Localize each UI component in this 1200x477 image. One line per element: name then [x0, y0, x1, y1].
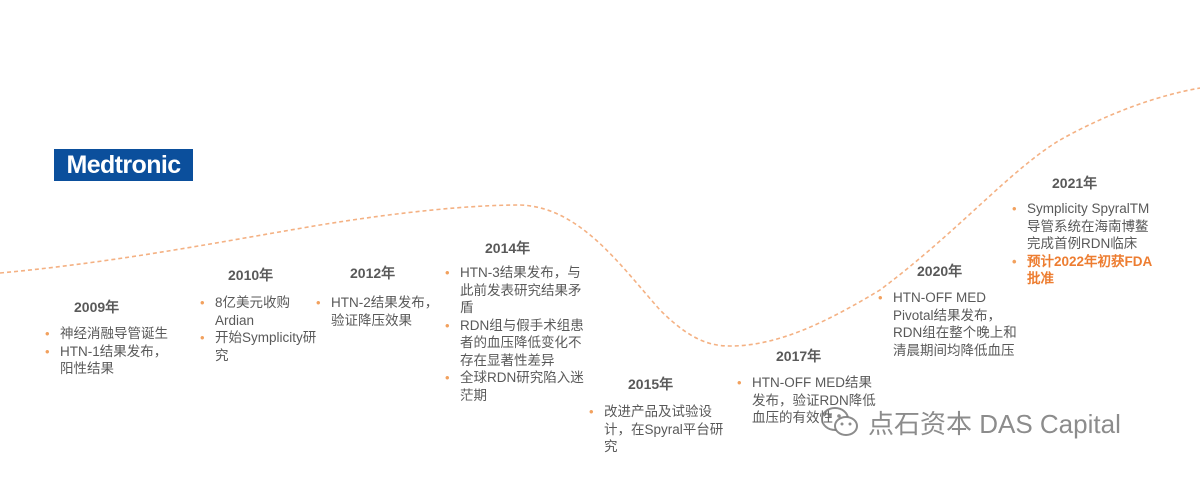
milestone-items-2014: HTN-3结果发布，与此前发表研究结果矛盾 RDN组与假手术组患者的血压降低变化… [444, 264, 591, 404]
list-item: 全球RDN研究陷入迷茫期 [444, 369, 591, 404]
list-item: 改进产品及试验设计，在Spyral平台研究 [588, 403, 728, 456]
watermark-text: 点石资本 DAS Capital [868, 408, 1121, 439]
milestone-items-2012: HTN-2结果发布，验证降压效果 [315, 294, 440, 329]
list-item: HTN-3结果发布，与此前发表研究结果矛盾 [444, 264, 591, 317]
milestone-items-2017: HTN-OFF MED结果发布，验证RDN降低血压的有效性 [736, 374, 878, 427]
milestone-year-2021: 2021年 [1052, 175, 1098, 191]
milestone-items-2015: 改进产品及试验设计，在Spyral平台研究 [588, 403, 728, 456]
watermark: 点石资本 DAS Capital [818, 404, 1121, 440]
list-item-highlight: 预计2022年初获FDA批准 [1011, 253, 1161, 288]
milestone-items-2021: Symplicity SpyralTM导管系统在海南博鳌完成首例RDN临床 预计… [1011, 200, 1161, 288]
wechat-icon [821, 407, 858, 436]
list-item: 神经消融导管诞生 [44, 325, 172, 343]
milestone-year-2010: 2010年 [228, 267, 274, 283]
milestone-items-2009: 神经消融导管诞生 HTN-1结果发布，阳性结果 [44, 325, 172, 378]
milestone-year-2015: 2015年 [628, 376, 674, 392]
milestone-year-2017: 2017年 [776, 348, 822, 364]
milestone-items-2020: HTN-OFF MED Pivotal结果发布，RDN组在整个晚上和清晨期间均降… [877, 289, 1019, 359]
milestone-year-2014: 2014年 [485, 240, 531, 256]
milestone-year-2020: 2020年 [917, 263, 963, 279]
list-item: HTN-OFF MED结果发布，验证RDN降低血压的有效性 [736, 374, 878, 427]
list-item: RDN组与假手术组患者的血压降低变化不存在显著性差异 [444, 317, 591, 370]
milestone-items-2010: 8亿美元收购Ardian 开始Symplicity研究 [199, 294, 327, 364]
list-item: 开始Symplicity研究 [199, 329, 327, 364]
list-item: Symplicity SpyralTM导管系统在海南博鳌完成首例RDN临床 [1011, 200, 1161, 253]
list-item: HTN-2结果发布，验证降压效果 [315, 294, 440, 329]
medtronic-logo: Medtronic [54, 149, 193, 181]
milestone-year-2012: 2012年 [350, 265, 396, 281]
list-item: 8亿美元收购Ardian [199, 294, 327, 329]
list-item: HTN-OFF MED Pivotal结果发布，RDN组在整个晚上和清晨期间均降… [877, 289, 1019, 359]
list-item: HTN-1结果发布，阳性结果 [44, 343, 172, 378]
milestone-year-2009: 2009年 [74, 299, 120, 315]
